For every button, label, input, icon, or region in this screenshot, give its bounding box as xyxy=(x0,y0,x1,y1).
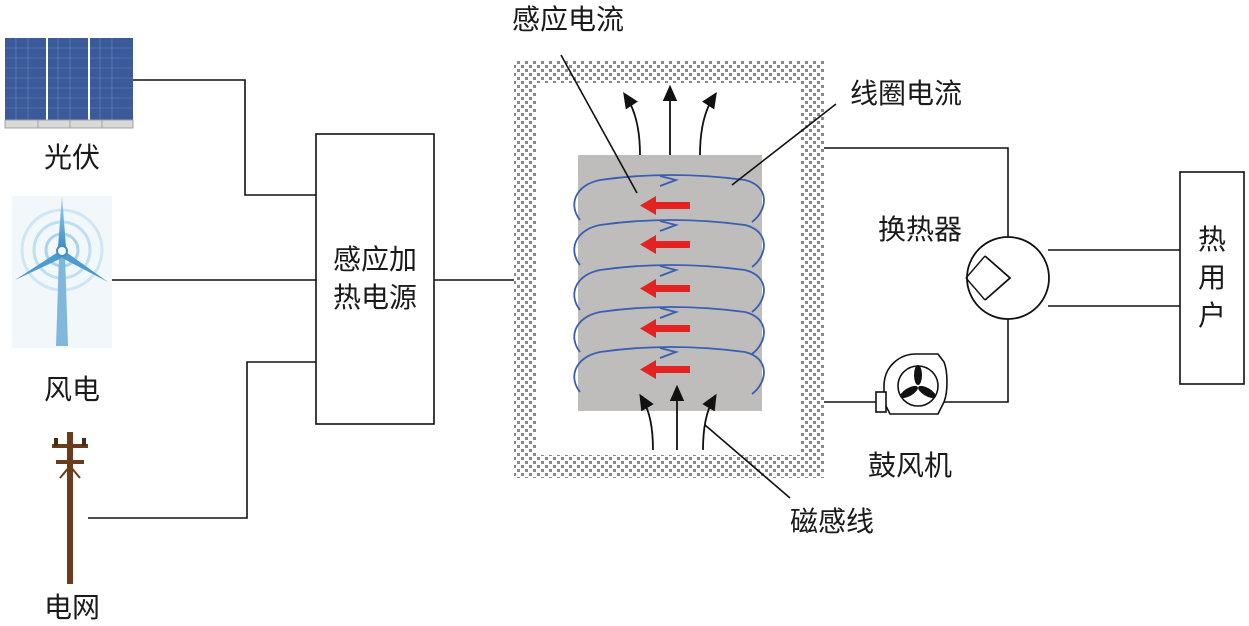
magnetic-field-lines xyxy=(623,84,717,451)
output-pipes xyxy=(824,147,1180,403)
source-wires xyxy=(88,79,316,519)
grid-label: 电网 xyxy=(44,591,101,624)
induced-current-label: 感应电流 xyxy=(512,3,625,36)
induction-power-supply-box xyxy=(315,133,435,425)
coil-current-label: 线圈电流 xyxy=(850,77,963,110)
wind-turbine-icon xyxy=(12,196,112,348)
coil-windings xyxy=(573,174,765,395)
heat-user-char-3: 户 xyxy=(1197,299,1226,332)
heat-exchanger-icon xyxy=(965,236,1050,320)
heat-user-box xyxy=(1179,171,1245,385)
induction-heater xyxy=(514,54,837,499)
heat-exchanger-label: 换热器 xyxy=(878,213,963,246)
induced-current-arrows xyxy=(640,196,690,379)
magnetic-lines-label: 磁感线 xyxy=(790,505,875,538)
blower-label: 鼓风机 xyxy=(868,449,953,482)
wind-label: 风电 xyxy=(44,373,101,406)
power-supply-label-line2: 热电源 xyxy=(332,281,417,314)
heat-user-char-1: 热 xyxy=(1197,223,1226,256)
blower-icon xyxy=(875,353,948,415)
power-supply-label-line1: 感应加 xyxy=(332,243,417,276)
pv-label: 光伏 xyxy=(44,141,101,174)
label-leaders xyxy=(560,54,837,499)
power-pole-icon xyxy=(52,432,88,584)
heat-user-char-2: 用 xyxy=(1197,261,1226,294)
solar-panel-icon xyxy=(4,38,134,129)
